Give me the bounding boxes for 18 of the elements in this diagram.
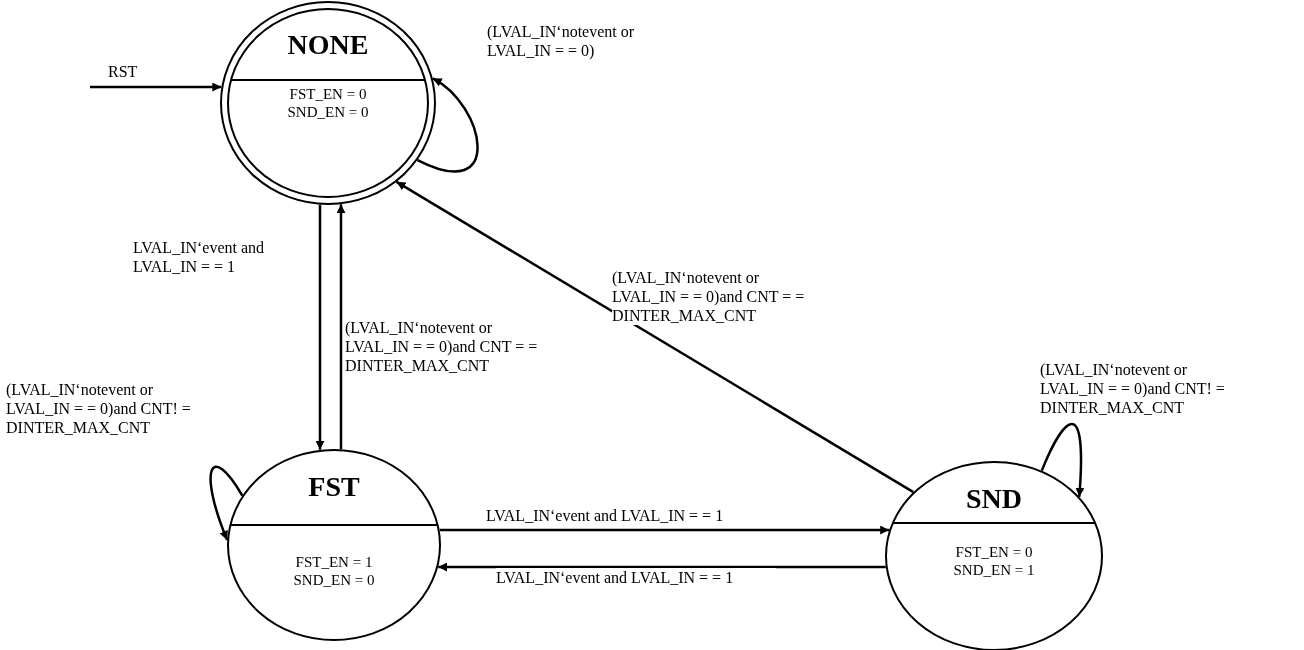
self-loop-arrow: [417, 77, 479, 173]
transition-arrow: [336, 204, 346, 450]
transition-arrow: [395, 180, 915, 494]
state-outputs: FST_EN = 0 SND_EN = 1: [952, 543, 1036, 579]
transition-arrow: [439, 525, 890, 535]
transition-arrow: [90, 82, 222, 92]
state-outputs: FST_EN = 1 SND_EN = 0: [292, 553, 376, 589]
transition-label: LVAL_IN‘event and LVAL_IN = = 1: [496, 568, 776, 587]
transition-label: (LVAL_IN‘notevent or LVAL_IN = = 0)and CNT = = DINTER_MAX_CNT: [612, 268, 807, 325]
state-name: SND: [965, 484, 1023, 514]
transition-arrow: [438, 562, 886, 572]
state-name: NONE: [286, 30, 370, 60]
transition-arrow: [315, 204, 325, 450]
state-outputs: FST_EN = 0 SND_EN = 0: [286, 85, 370, 121]
state-name: FST: [307, 472, 361, 502]
self-loop-arrow: [209, 465, 244, 541]
self-loop-arrow: [1040, 422, 1085, 497]
transition-label: (LVAL_IN‘notevent or LVAL_IN = = 0)and CNT = = DINTER_MAX_CNT: [345, 318, 540, 375]
